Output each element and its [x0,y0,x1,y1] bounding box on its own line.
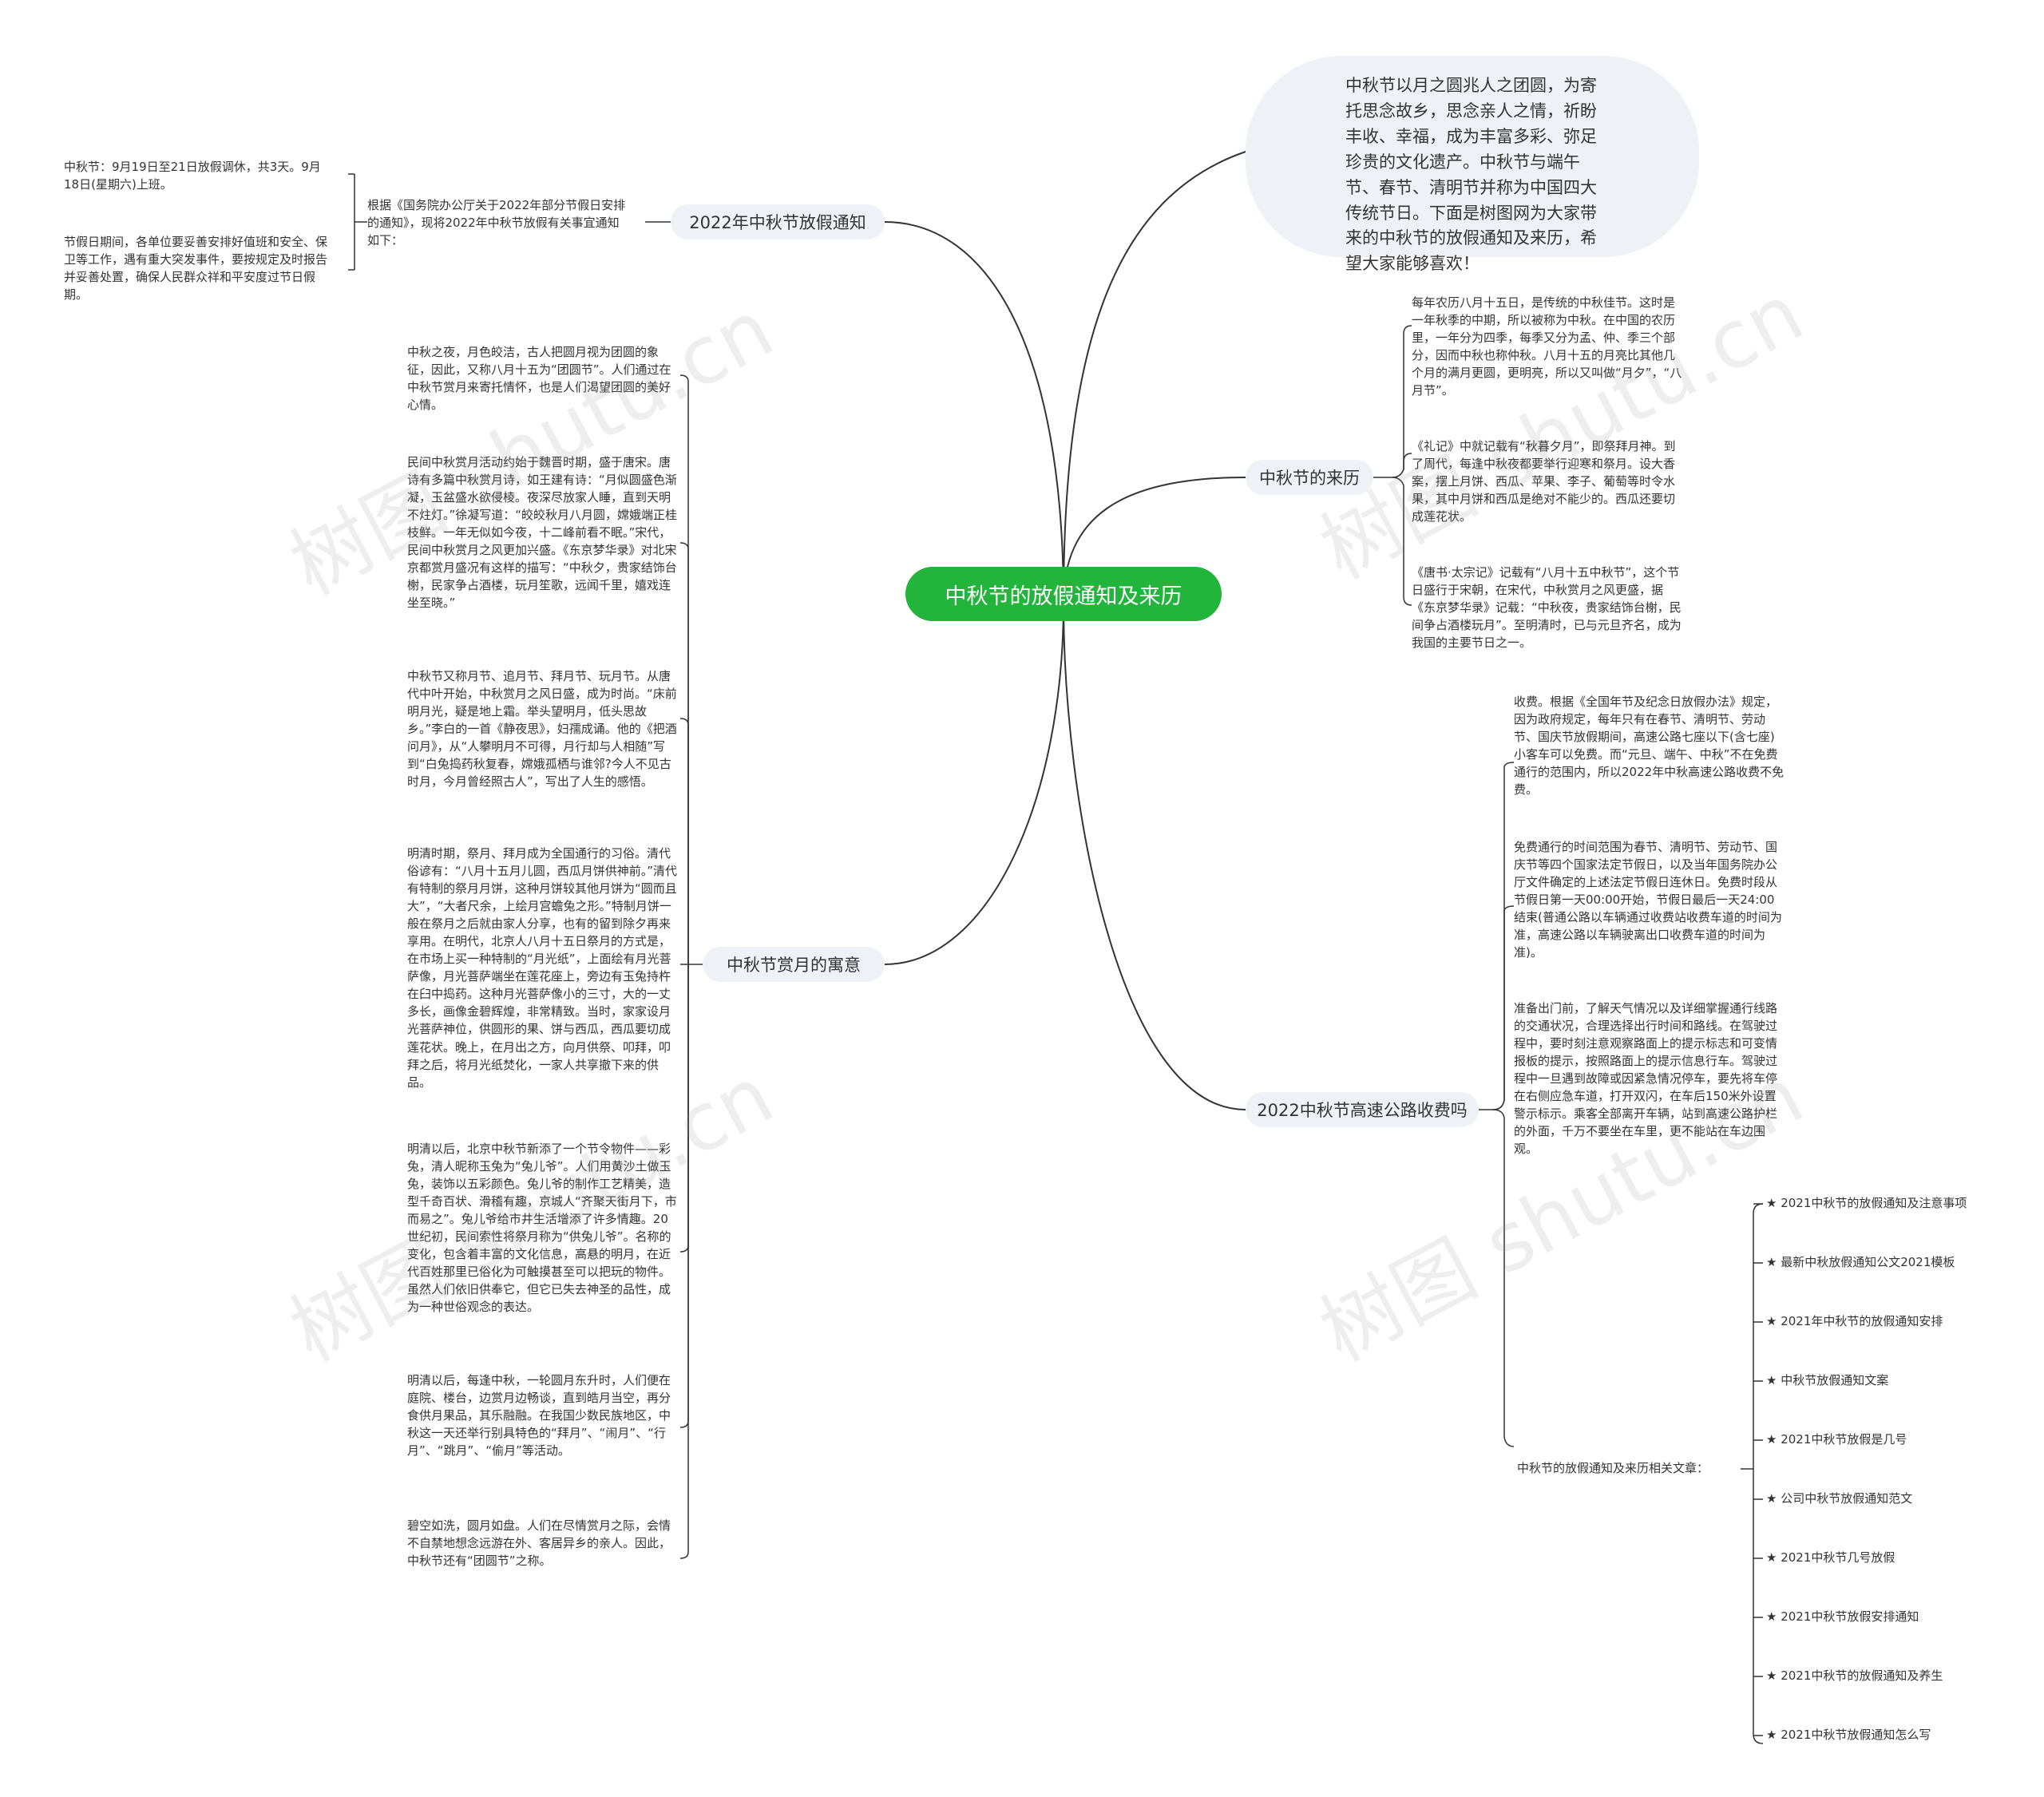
highway-item-3: 准备出门前，了解天气情况以及详细掌握通行线路的交通状况，合理选择出行时间和路线。… [1514,1001,1778,1157]
related-article-link[interactable]: ★ 最新中秋放假通知公文2021模板 [1766,1255,1955,1269]
related-article-link[interactable]: ★ 2021中秋节几号放假 [1766,1550,1895,1565]
related-article-link[interactable]: ★ 2021中秋节放假是几号 [1766,1432,1907,1447]
branch-highway[interactable]: 2022中秋节高速公路收费吗 [1246,1092,1479,1127]
link-root-highway [1063,602,1246,1110]
intro-text: 中秋节以月之圆兆人之团圆，为寄托思念故乡，思念亲人之情，祈盼丰收、幸福，成为丰富… [1345,76,1597,274]
related-article-link[interactable]: ★ 2021中秋节的放假通知及注意事项 [1766,1196,1967,1210]
notice-basis: 根据《国务院办公厅关于2022年部分节假日安排的通知》，现将2022年中秋节放假… [367,198,626,248]
related-article-link[interactable]: ★ 2021中秋节放假安排通知 [1766,1609,1919,1624]
related-article-link[interactable]: ★ 2021年中秋节的放假通知安排 [1766,1314,1943,1328]
link-root-notice [884,221,1064,604]
branch-origin-label: 中秋节的来历 [1259,469,1360,488]
meaning-item-5: 明清以后，北京中秋节新添了一个节令物件——彩兔，清人昵称玉兔为“兔儿爷”。人们用… [407,1142,677,1315]
notice-item-2: 节假日期间，各单位要妥善安排好值班和安全、保卫等工作，遇有重大突发事件，要按规定… [64,235,328,303]
meaning-item-3: 中秋节又称月节、追月节、拜月节、玩月节。从唐代中叶开始，中秋赏月之风日盛，成为时… [407,669,677,790]
branch-highway-label: 2022中秋节高速公路收费吗 [1257,1101,1468,1120]
link-root-meaning [884,602,1064,965]
intro-node[interactable]: 中秋节以月之圆兆人之团圆，为寄托思念故乡，思念亲人之情，祈盼丰收、幸福，成为丰富… [1246,56,1699,273]
branch-origin[interactable]: 中秋节的来历 [1246,460,1373,495]
meaning-item-4: 明清时期，祭月、拜月成为全国通行的习俗。清代俗谚有：“八月十五月儿圆，西瓜月饼供… [407,846,678,1090]
related-articles-label: 中秋节的放假通知及来历相关文章： [1517,1461,1709,1475]
branch-meaning[interactable]: 中秋节赏月的寓意 [703,947,885,982]
related-article-link[interactable]: ★ 2021中秋节放假通知怎么写 [1766,1728,1931,1742]
origin-item-2: 《礼记》中就记载有“秋暮夕月”，即祭拜月神。到了周代，每逢中秋夜都要举行迎寒和祭… [1412,439,1676,524]
link-root-intro [1063,151,1246,604]
notice-item-1: 中秋节：9月19日至21日放假调休，共3天。9月18日(星期六)上班。 [64,160,321,192]
related-article-link[interactable]: ★ 2021中秋节的放假通知及养生 [1766,1668,1943,1683]
root-node[interactable]: 中秋节的放假通知及来历 [905,567,1222,621]
related-article-link[interactable]: ★ 公司中秋节放假通知范文 [1766,1491,1913,1506]
related-article-link[interactable]: ★ 中秋节放假通知文案 [1766,1373,1889,1387]
meaning-item-7: 碧空如洗，圆月如盘。人们在尽情赏月之际，会情不自禁地想念远游在外、客居异乡的亲人… [407,1518,671,1569]
highway-item-1: 收费。根据《全国年节及纪念日放假办法》规定，因为政府规定，每年只有在春节、清明节… [1514,695,1785,798]
meaning-item-2: 民间中秋赏月活动约始于魏晋时期，盛于唐宋。唐诗有多篇中秋赏月诗，如王建有诗：“月… [407,455,678,611]
highway-item-2: 免费通行的时间范围为春节、清明节、劳动节、国庆节等四个国家法定节假日，以及当年国… [1514,840,1782,960]
branch-notice[interactable]: 2022年中秋节放假通知 [671,204,885,239]
branch-notice-label: 2022年中秋节放假通知 [689,213,866,232]
root-title: 中秋节的放假通知及来历 [945,584,1182,609]
origin-item-1: 每年农历八月十五日，是传统的中秋佳节。这时是一年秋季的中期，所以被称为中秋。在中… [1412,295,1682,398]
meaning-item-1: 中秋之夜，月色皎洁，古人把圆月视为团圆的象征，因此，又称八月十五为“团圆节”。人… [407,345,671,413]
origin-item-3: 《唐书·太宗记》记载有“八月十五中秋节”，这个节日盛行于宋朝，在宋代，中秋赏月之… [1412,565,1682,651]
meaning-item-6: 明清以后，每逢中秋，一轮圆月东升时，人们便在庭院、楼台，边赏月边畅谈，直到皓月当… [407,1373,671,1459]
branch-meaning-label: 中秋节赏月的寓意 [727,956,861,975]
